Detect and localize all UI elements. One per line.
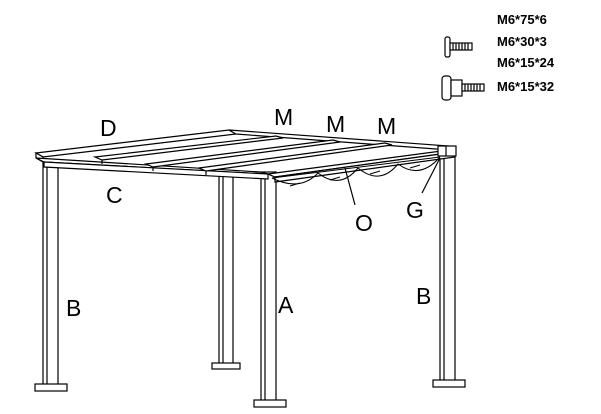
beam-c-front: [35, 157, 269, 180]
cross-slats: [92, 135, 393, 175]
post-front-left: [34, 159, 68, 392]
hardware-code-4: M6*15*32: [497, 79, 554, 94]
label-m-3: M: [377, 113, 396, 139]
bolt-icon: [444, 36, 473, 58]
label-c: C: [106, 182, 123, 208]
hardware-code-2: M6*30*3: [497, 34, 547, 49]
post-back-left: [211, 175, 241, 370]
label-m-1: M: [274, 104, 293, 130]
post-right: [432, 151, 466, 388]
barrel-nut-icon: [441, 75, 485, 101]
leader-lines: [344, 157, 441, 206]
post-front-center: [253, 171, 287, 408]
label-b-left: B: [66, 295, 81, 321]
hardware-legend: M6*75*6 M6*30*3 M6*15*24 M6*15*32: [441, 12, 555, 101]
label-m-2: M: [326, 111, 345, 137]
label-b-right: B: [416, 283, 431, 309]
hardware-code-1: M6*75*6: [497, 12, 547, 27]
label-g: G: [406, 197, 424, 223]
label-d: D: [100, 115, 117, 141]
end-bracket: [437, 145, 457, 157]
hardware-code-3: M6*15*24: [497, 55, 555, 70]
canopy-fabric: [271, 156, 441, 187]
label-a: A: [278, 292, 294, 318]
part-labels: D M M M C O G A B B: [66, 104, 431, 321]
label-o: O: [355, 210, 373, 236]
